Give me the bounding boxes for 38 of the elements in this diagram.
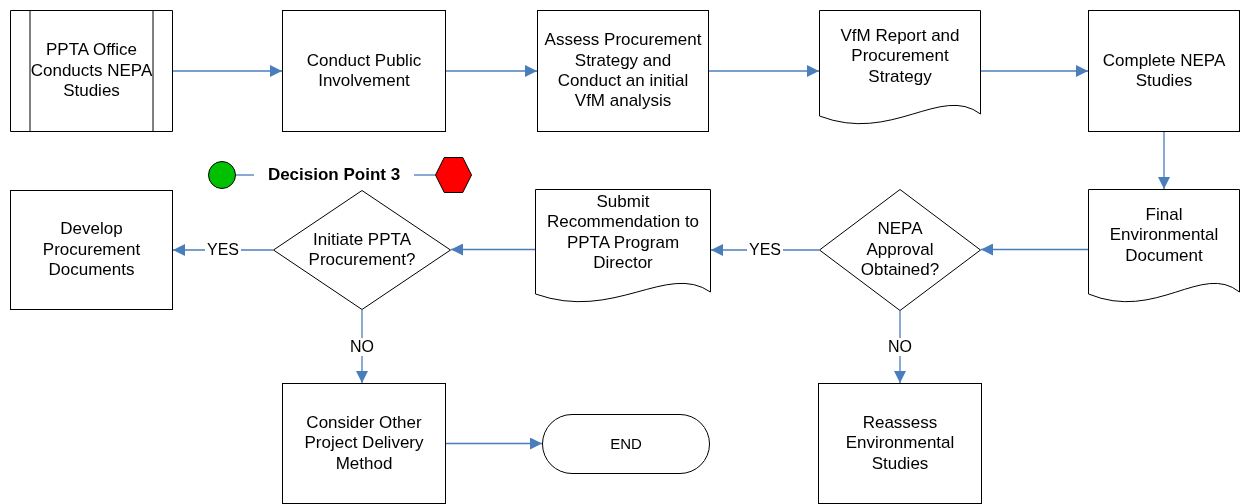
arrow bbox=[445, 65, 538, 77]
arrow bbox=[450, 243, 536, 256]
node-text: Complete NEPA Studies bbox=[1101, 50, 1227, 92]
connector-line bbox=[413, 174, 436, 176]
node-text: Decision Point 3 bbox=[267, 164, 401, 186]
decision-diamond bbox=[273, 190, 451, 310]
node-text: Final Environmental Document bbox=[1108, 204, 1220, 267]
node-text: Develop Procurement Documents bbox=[41, 219, 142, 281]
arrow bbox=[1158, 131, 1170, 190]
process-box bbox=[282, 10, 446, 132]
arrow bbox=[172, 65, 283, 77]
node-text: Conduct Public Involvement bbox=[305, 50, 423, 92]
node-text: Initiate PPTA Procurement? bbox=[307, 229, 417, 271]
arrow bbox=[708, 65, 820, 77]
node-text: Assess Procurement Strategy and Conduct an initial VfM analysis bbox=[543, 30, 703, 112]
predefined-process-box bbox=[10, 10, 173, 132]
node-text: Submit Recommendation to PPTA Program Director bbox=[545, 192, 701, 274]
process-box bbox=[818, 383, 982, 504]
node-text: NEPA Approval Obtained? bbox=[859, 219, 941, 281]
process-box bbox=[282, 383, 446, 504]
decision-diamond bbox=[819, 189, 981, 311]
node-text: VfM Report and Procurement Strategy bbox=[839, 25, 961, 88]
process-box bbox=[537, 10, 709, 132]
terminator-shape bbox=[542, 414, 710, 474]
circle-marker bbox=[208, 161, 236, 189]
arrow bbox=[980, 243, 1089, 256]
arrow bbox=[980, 65, 1089, 77]
process-box bbox=[10, 190, 173, 310]
process-box bbox=[1088, 10, 1240, 132]
hexagon-marker bbox=[435, 157, 472, 193]
node-text: Consider Other Project Delivery Method bbox=[303, 412, 425, 475]
node-text: Reassess Environmental Studies bbox=[844, 412, 956, 475]
connector-line bbox=[235, 174, 255, 176]
arrow bbox=[445, 437, 543, 450]
edge-label: NO bbox=[886, 338, 914, 356]
edge-label: NO bbox=[348, 337, 376, 356]
node-text: PPTA Office Conducts NEPA Studies bbox=[29, 40, 154, 102]
node-text: END bbox=[610, 435, 642, 453]
